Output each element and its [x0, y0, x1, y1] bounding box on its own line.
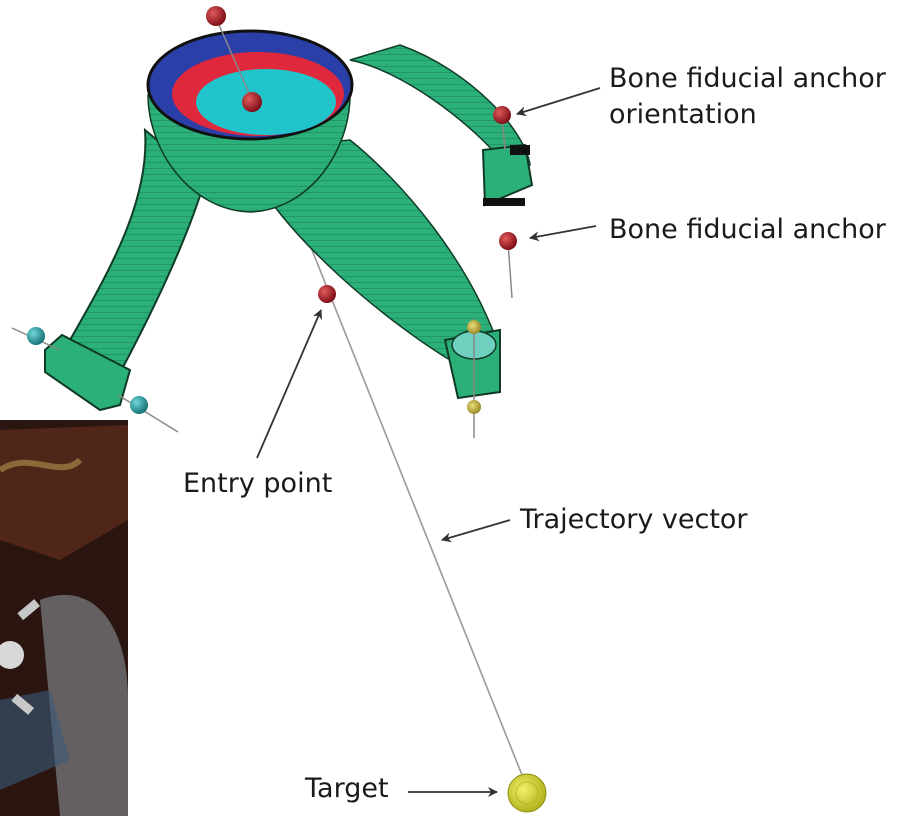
fiducial-teal-bottom-icon: [130, 396, 148, 414]
arrow-trajectory: [442, 520, 510, 540]
target-sphere-icon: [508, 774, 546, 812]
arrow-anchor: [530, 226, 596, 238]
fiducial-olive-top-icon: [467, 320, 481, 334]
label-trajectory-vector: Trajectory vector: [519, 504, 748, 535]
label-orientation-line2: orientation: [609, 99, 757, 130]
frame-foot-right-upper: [483, 145, 532, 206]
fiducial-hub-red-icon: [242, 92, 262, 112]
surgical-photo-inset: [0, 420, 128, 816]
label-bone-fiducial-anchor: Bone fiducial anchor: [609, 214, 887, 245]
entry-point-red-icon: [318, 285, 336, 303]
target-marker: [508, 774, 546, 812]
fiducial-teal-left-icon: [27, 327, 45, 345]
arrow-orientation: [517, 88, 600, 114]
fiducial-orientation-red-icon: [493, 106, 511, 124]
fiducial-top-red-icon: [206, 6, 226, 26]
fiducial-olive-bottom-icon: [467, 400, 481, 414]
label-orientation-line1: Bone fiducial anchor: [609, 63, 887, 94]
arrow-entry: [257, 310, 321, 458]
label-target: Target: [304, 773, 389, 804]
fiducial-anchor-red-icon: [499, 232, 517, 250]
label-entry-point: Entry point: [183, 468, 332, 499]
ring-inner-cyan: [196, 69, 336, 135]
frame-foot-right-lower: [445, 330, 500, 398]
